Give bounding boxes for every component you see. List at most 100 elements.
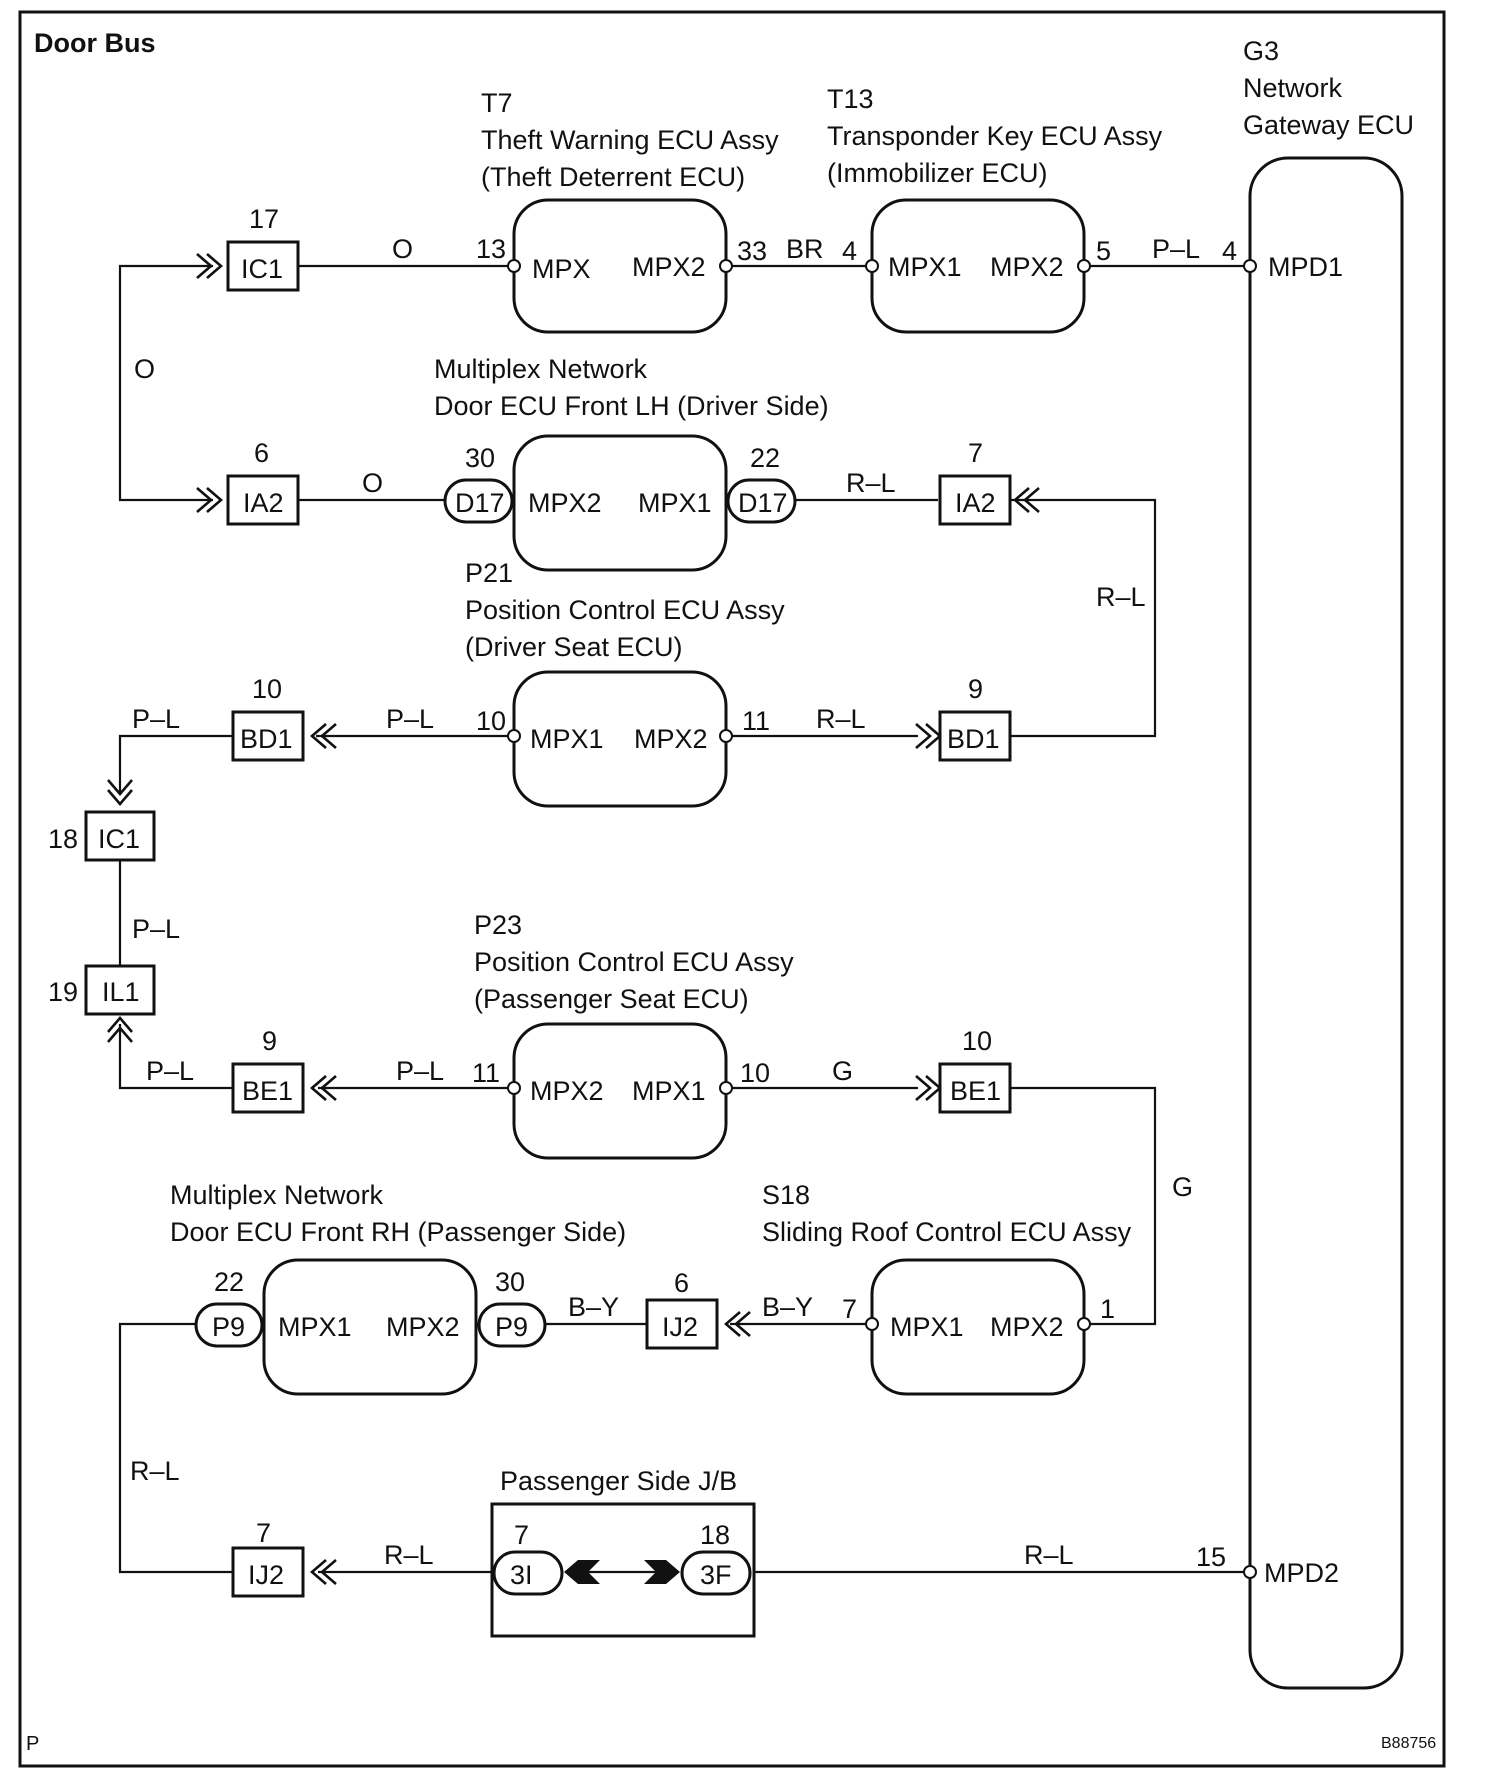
t13-pin-left: 4	[842, 236, 857, 266]
jb-label: Passenger Side J/B	[500, 1466, 737, 1496]
connector-3i	[492, 1550, 564, 1596]
p21-driver-seat-ecu: P21 Position Control ECU Assy (Driver Se…	[465, 558, 785, 808]
wire-label: P–L	[132, 914, 180, 944]
connector-be1-right	[938, 1062, 1012, 1114]
p21-code: P21	[465, 558, 513, 588]
connector-ij2-bottom-pin: 7	[256, 1518, 271, 1548]
connector-p9-right	[477, 1302, 547, 1348]
passenger-side-jb: Passenger Side J/B 3I 7 3F 18	[490, 1466, 756, 1638]
connector-ia2-left-label: IA2	[243, 488, 284, 518]
p21-name-line1: Position Control ECU Assy	[465, 595, 785, 625]
connector-bd1-left	[231, 710, 305, 762]
connector-ij2-mid-pin: 6	[674, 1268, 689, 1298]
jb-arrowhead-left	[564, 1560, 600, 1584]
gateway-name-line2: Gateway ECU	[1243, 110, 1414, 140]
p23-pin-right: 10	[740, 1058, 770, 1088]
corner-label-left: P	[26, 1733, 39, 1755]
connectors: IC1 17 IA2 6 IA2 7 BD1 10 BD1 9 IC1 18 I…	[48, 204, 1012, 1598]
connector-d17-right	[726, 478, 797, 524]
t13-name-line2: (Immobilizer ECU)	[827, 158, 1048, 188]
t13-transponder-key-ecu: T13 Transponder Key ECU Assy (Immobilize…	[827, 84, 1163, 334]
connector-d17-left-label: D17	[455, 488, 505, 518]
connector-ia2-right-pin: 7	[968, 438, 983, 468]
p23-code: P23	[474, 910, 522, 940]
connector-ia2-right	[938, 474, 1012, 526]
door-lh-terminal-left: MPX2	[528, 488, 602, 518]
wire-label: G	[1172, 1172, 1193, 1202]
gateway-code: G3	[1243, 36, 1279, 66]
wire-label: O	[134, 354, 155, 384]
connector-3i-label: 3I	[510, 1560, 533, 1590]
wires	[118, 264, 1250, 1574]
t7-terminal-left: MPX	[532, 254, 591, 284]
connector-bd1-left-pin: 10	[252, 674, 282, 704]
door-ecu-front-rh: Multiplex Network Door ECU Front RH (Pas…	[170, 1180, 626, 1396]
wire-label: O	[392, 234, 413, 264]
wire-label: O	[362, 468, 383, 498]
wire-label: P–L	[386, 704, 434, 734]
connector-p9-left-label: P9	[212, 1312, 245, 1342]
connector-3f	[680, 1550, 752, 1596]
p23-pin-left: 11	[472, 1058, 500, 1088]
wire-color-labels: O BR P–L O O R–L R–L P–L P–L R–L P–L P–L…	[130, 234, 1200, 1570]
t13-code: T13	[827, 84, 874, 114]
connector-ic1-mid-pin: 18	[48, 824, 78, 854]
connector-bd1-right	[938, 710, 1012, 762]
connector-il1-label: IL1	[102, 977, 140, 1007]
connector-3i-pin: 7	[514, 1520, 529, 1550]
connector-p9-left-pin: 22	[214, 1267, 244, 1297]
connector-ij2-bottom	[231, 1546, 305, 1598]
t7-name-line1: Theft Warning ECU Assy	[481, 125, 779, 155]
door-rh-terminal-left: MPX1	[278, 1312, 352, 1342]
connector-il1-pin: 19	[48, 977, 78, 1007]
gateway-terminal-bottom: MPD2	[1264, 1558, 1339, 1588]
connector-ic1-top-pin: 17	[249, 204, 279, 234]
t7-code: T7	[481, 88, 513, 118]
t7-pin-left: 13	[476, 234, 506, 264]
wire-label: R–L	[1024, 1540, 1074, 1570]
p21-name-line2: (Driver Seat ECU)	[465, 632, 683, 662]
diagram-title: Door Bus	[34, 28, 156, 58]
t13-name-line1: Transponder Key ECU Assy	[827, 121, 1163, 151]
t7-terminal-right: MPX2	[632, 252, 706, 282]
connector-d17-left-pin: 30	[465, 443, 495, 473]
wire-label: P–L	[1152, 234, 1200, 264]
connector-p9-right-pin: 30	[495, 1267, 525, 1297]
t13-pin-right: 5	[1096, 236, 1111, 266]
connector-bd1-left-label: BD1	[240, 724, 293, 754]
connector-ij2-bottom-label: IJ2	[248, 1560, 284, 1590]
p21-terminal-right: MPX2	[634, 724, 708, 754]
connector-ic1-top	[226, 240, 300, 292]
connector-p9-left	[194, 1302, 264, 1348]
connector-d17-left	[443, 478, 514, 524]
door-ecu-front-lh: Multiplex Network Door ECU Front LH (Dri…	[434, 354, 829, 572]
jb-arrowhead-right	[644, 1560, 680, 1584]
connector-be1-left-label: BE1	[242, 1076, 293, 1106]
wire-label: P–L	[396, 1056, 444, 1086]
p23-name-line1: Position Control ECU Assy	[474, 947, 794, 977]
t7-theft-warning-ecu: T7 Theft Warning ECU Assy (Theft Deterre…	[476, 88, 779, 334]
gateway-ecu-body	[1248, 156, 1404, 1690]
gateway-pin-top	[1243, 259, 1257, 273]
p21-pin-left: 10	[476, 706, 506, 736]
p23-passenger-seat-ecu: P23 Position Control ECU Assy (Passenger…	[472, 910, 794, 1160]
connector-ij2-mid-label: IJ2	[662, 1312, 698, 1342]
connector-d17-right-pin: 22	[750, 443, 780, 473]
connector-ia2-left	[226, 474, 300, 526]
connector-be1-right-pin: 10	[962, 1026, 992, 1056]
s18-pin-right: 1	[1100, 1294, 1115, 1324]
wire-label: B–Y	[568, 1292, 619, 1322]
p21-pin-right: 11	[742, 706, 770, 736]
t13-terminal-right: MPX2	[990, 252, 1064, 282]
p23-name-line2: (Passenger Seat ECU)	[474, 984, 749, 1014]
t13-terminal-left: MPX1	[888, 252, 962, 282]
connector-p9-right-label: P9	[495, 1312, 528, 1342]
door-rh-name-line1: Multiplex Network	[170, 1180, 384, 1210]
wire-label: G	[832, 1056, 853, 1086]
s18-code: S18	[762, 1180, 810, 1210]
wire-label: B–Y	[762, 1292, 813, 1322]
t7-name-line2: (Theft Deterrent ECU)	[481, 162, 745, 192]
gateway-pin-bottom	[1243, 1565, 1257, 1579]
gateway-terminal-top: MPD1	[1268, 252, 1343, 282]
